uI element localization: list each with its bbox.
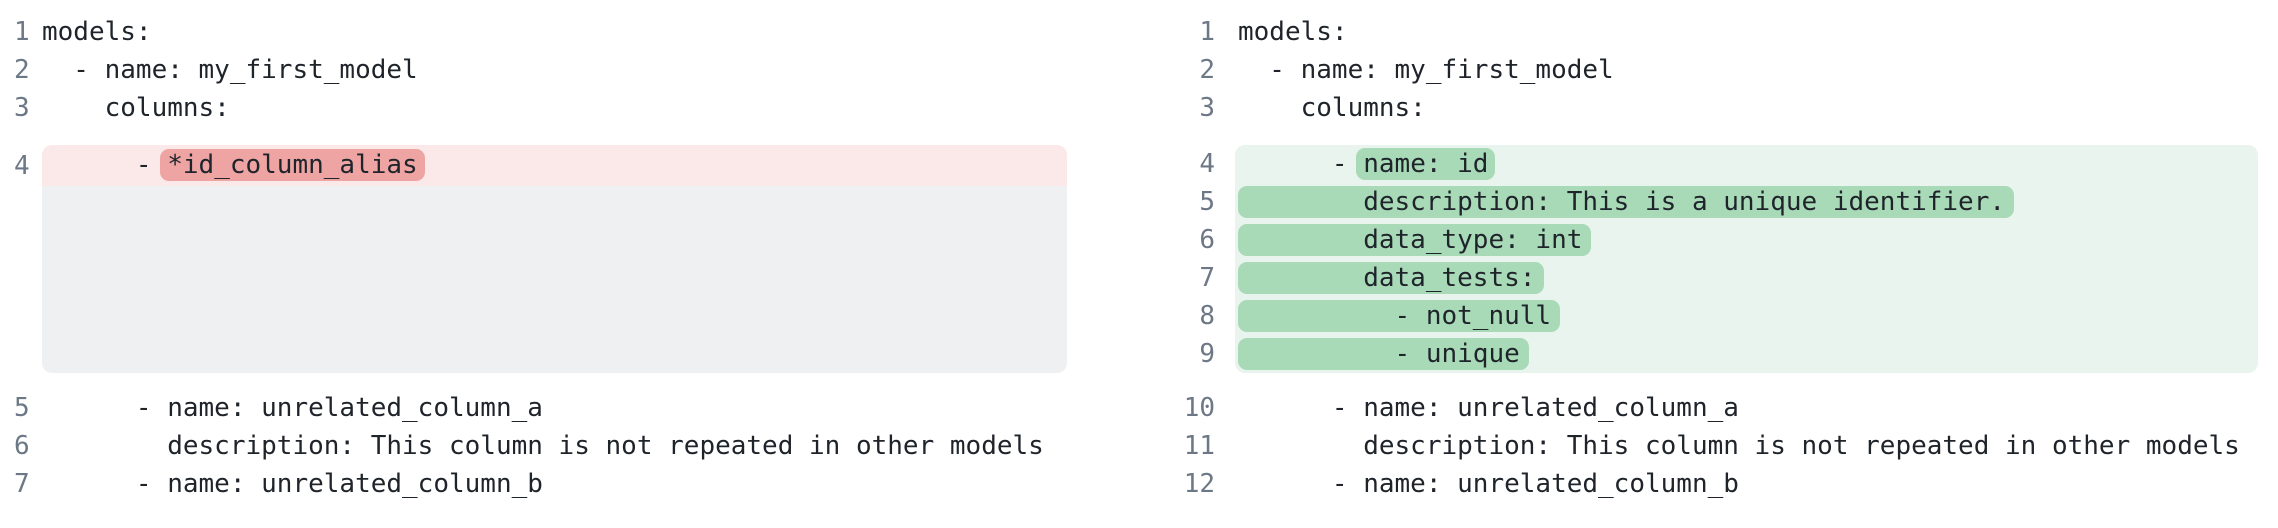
- code-line: 3 columns:: [1139, 89, 2258, 127]
- line-number: 5: [1199, 187, 1215, 217]
- code-line: 1 models:: [1139, 13, 2258, 51]
- line-number: 9: [1199, 339, 1215, 369]
- code-text: models:: [1238, 17, 1348, 47]
- code-line: 3 columns:: [14, 89, 1067, 127]
- line-number: 6: [1199, 225, 1215, 255]
- line-number: 8: [1199, 301, 1215, 331]
- line-number: 2: [1199, 55, 1215, 85]
- line-number: 7: [14, 469, 30, 499]
- line-number: 3: [1199, 93, 1215, 123]
- line-number: 2: [14, 55, 30, 85]
- code-text: - name: my_first_model: [42, 55, 418, 85]
- code-text: -: [42, 150, 168, 180]
- diff-right-panel: 1 models: 2 - name: my_first_model 3 col…: [1139, 13, 2278, 503]
- code-line: 7 - name: unrelated_column_b: [14, 465, 1067, 503]
- code-line: 12 - name: unrelated_column_b: [1139, 465, 2258, 503]
- added-line: 9 - unique: [1139, 335, 2258, 373]
- code-text: -: [1238, 149, 1364, 179]
- added-line: 8 - not_null: [1139, 297, 2258, 335]
- added-line-highlight: description: This is a unique identifier…: [1235, 183, 2258, 221]
- added-token: data_tests:: [1238, 262, 1545, 294]
- code-text: - name: unrelated_column_b: [42, 469, 543, 499]
- code-text: description: This column is not repeated…: [42, 431, 1044, 461]
- line-number: 7: [1199, 263, 1215, 293]
- removed-line-highlight: - *id_column_alias: [42, 145, 1067, 186]
- added-line: 4 - name: id: [1139, 145, 2258, 183]
- added-token: data_type: int: [1238, 224, 1592, 256]
- code-text: description: This column is not repeated…: [1238, 431, 2240, 461]
- added-line-highlight: - not_null: [1235, 297, 2258, 335]
- line-number: 6: [14, 431, 30, 461]
- code-line: 5 - name: unrelated_column_a: [14, 389, 1067, 427]
- added-token: description: This is a unique identifier…: [1238, 186, 2015, 218]
- diff-left-panel: 1 models: 2 - name: my_first_model 3 col…: [0, 13, 1139, 503]
- added-line: 5 description: This is a unique identifi…: [1139, 183, 2258, 221]
- added-line-highlight: data_type: int: [1235, 221, 2258, 259]
- removed-block: 4 - *id_column_alias: [14, 145, 1067, 373]
- line-number: 5: [14, 393, 30, 423]
- line-number: 4: [14, 150, 30, 181]
- added-block: 4 - name: id 5 description: This is a un…: [1139, 145, 2258, 373]
- code-line: 11 description: This column is not repea…: [1139, 427, 2258, 465]
- added-line-highlight: - name: id: [1235, 145, 2258, 183]
- code-text: - name: my_first_model: [1238, 55, 1614, 85]
- yaml-diff-view: 1 models: 2 - name: my_first_model 3 col…: [0, 13, 2278, 503]
- code-text: models:: [42, 17, 152, 47]
- removed-line: 4 - *id_column_alias: [14, 145, 1067, 186]
- line-number: 10: [1183, 393, 1215, 423]
- code-line: 6 description: This column is not repeat…: [14, 427, 1067, 465]
- added-line: 6 data_type: int: [1139, 221, 2258, 259]
- code-text: columns:: [42, 93, 230, 123]
- added-line-highlight: data_tests:: [1235, 259, 2258, 297]
- added-token: name: id: [1356, 148, 1496, 180]
- code-text: columns:: [1238, 93, 1426, 123]
- line-number: 3: [14, 93, 30, 123]
- added-line: 7 data_tests:: [1139, 259, 2258, 297]
- line-number: 1: [1199, 17, 1215, 47]
- code-line: 2 - name: my_first_model: [1139, 51, 2258, 89]
- code-text: - name: unrelated_column_a: [42, 393, 543, 423]
- line-number: 12: [1183, 469, 1215, 499]
- added-line-highlight: - unique: [1235, 335, 2258, 373]
- code-line: 1 models:: [14, 13, 1067, 51]
- line-number: 11: [1183, 431, 1215, 461]
- line-number: 1: [14, 17, 30, 47]
- line-number: 4: [1199, 149, 1215, 179]
- removed-token: *id_column_alias: [160, 149, 425, 181]
- code-text: - name: unrelated_column_a: [1238, 393, 1739, 423]
- added-token: - unique: [1238, 338, 1529, 370]
- code-text: - name: unrelated_column_b: [1238, 469, 1739, 499]
- added-token: - not_null: [1238, 300, 1561, 332]
- collapsed-region-spacer: [42, 186, 1067, 373]
- code-line: 10 - name: unrelated_column_a: [1139, 389, 2258, 427]
- code-line: 2 - name: my_first_model: [14, 51, 1067, 89]
